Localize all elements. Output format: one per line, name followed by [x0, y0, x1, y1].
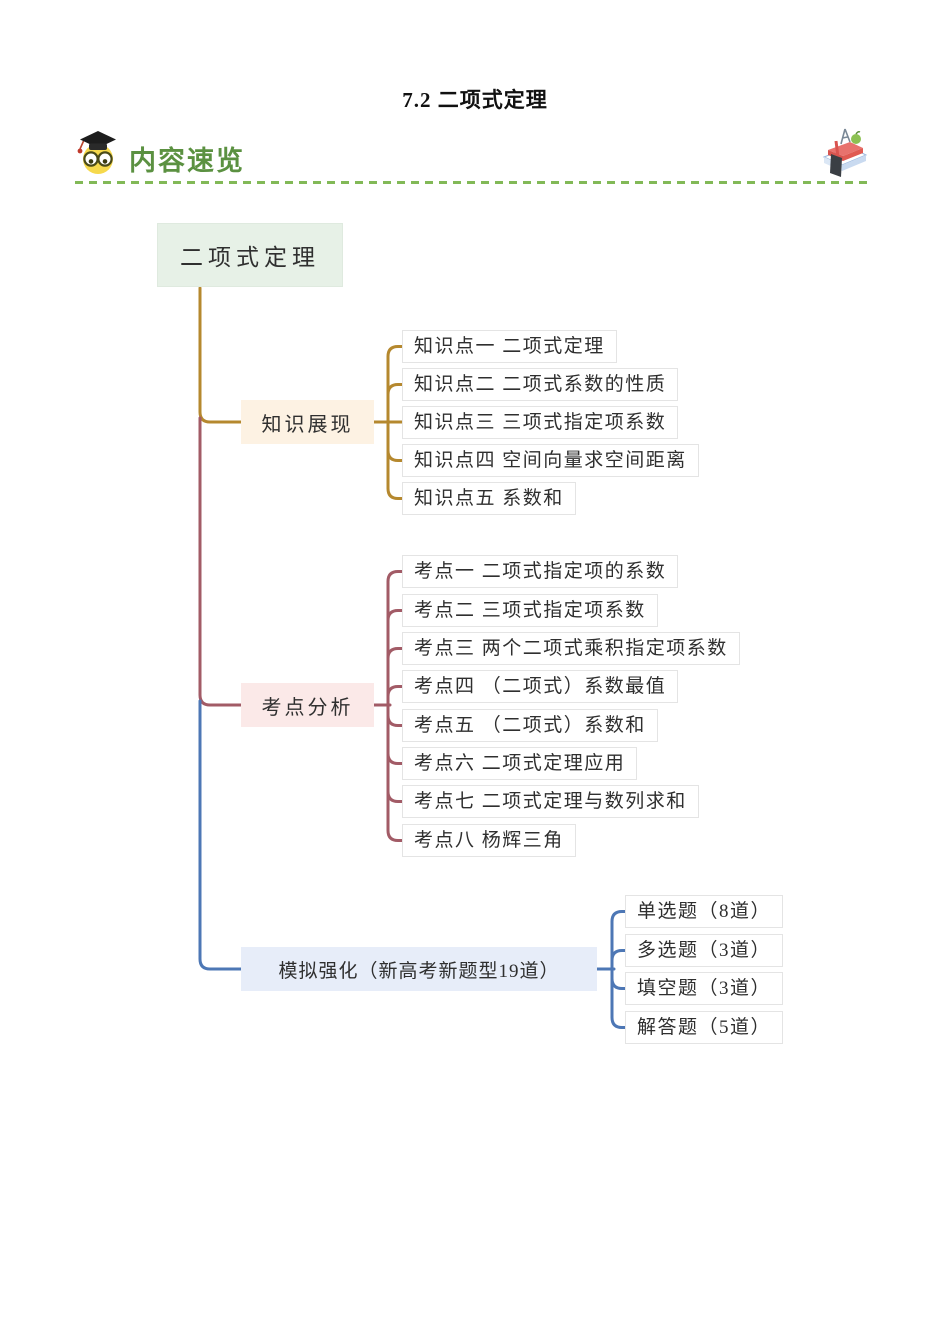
books-stationery-icon	[816, 124, 870, 182]
mindmap-leaf-practice-2: 多选题（3道）	[625, 934, 784, 967]
mindmap-leaf-examine-1: 考点一 二项式指定项的系数	[402, 555, 679, 588]
connector-group-practice	[198, 699, 627, 1029]
section-header: 内容速览	[76, 128, 245, 178]
mindmap-leaf-examine-5: 考点五 （二项式）系数和	[402, 709, 658, 742]
mindmap-leaf-practice-1: 单选题（8道）	[625, 895, 784, 928]
mindmap-leaf-practice-3: 填空题（3道）	[625, 972, 784, 1005]
mindmap-leaf-examine-6: 考点六 二项式定理应用	[402, 747, 638, 780]
mindmap-branch-knowledge: 知识展现	[241, 400, 374, 444]
mindmap-leaf-examine-3: 考点三 两个二项式乘积指定项系数	[402, 632, 740, 665]
mindmap-leaf-knowledge-3: 知识点三 三项式指定项系数	[402, 406, 679, 439]
mindmap-root-node: 二项式定理	[157, 223, 343, 287]
mindmap-leaf-knowledge-4: 知识点四 空间向量求空间距离	[402, 444, 699, 477]
dashed-divider	[75, 181, 868, 184]
mindmap-branch-examine: 考点分析	[241, 683, 374, 727]
connector-group-examine	[198, 416, 404, 842]
mindmap-leaf-knowledge-1: 知识点一 二项式定理	[402, 330, 617, 363]
mindmap-leaf-examine-7: 考点七 二项式定理与数列求和	[402, 785, 699, 818]
mindmap-leaf-practice-4: 解答题（5道）	[625, 1011, 784, 1044]
connector-group-knowledge	[198, 286, 404, 500]
mindmap-leaf-knowledge-2: 知识点二 二项式系数的性质	[402, 368, 679, 401]
mindmap-leaf-knowledge-5: 知识点五 系数和	[402, 482, 576, 515]
mindmap-leaf-examine-2: 考点二 三项式指定项系数	[402, 594, 658, 627]
page-title: 7.2 二项式定理	[402, 88, 548, 112]
mindmap-leaf-examine-4: 考点四 （二项式）系数最值	[402, 670, 679, 703]
section-header-label: 内容速览	[129, 145, 245, 176]
owl-graduate-icon	[76, 128, 123, 178]
mindmap-branch-practice: 模拟强化（新高考新题型19道）	[241, 947, 597, 991]
mindmap-leaf-examine-8: 考点八 杨辉三角	[402, 824, 576, 857]
